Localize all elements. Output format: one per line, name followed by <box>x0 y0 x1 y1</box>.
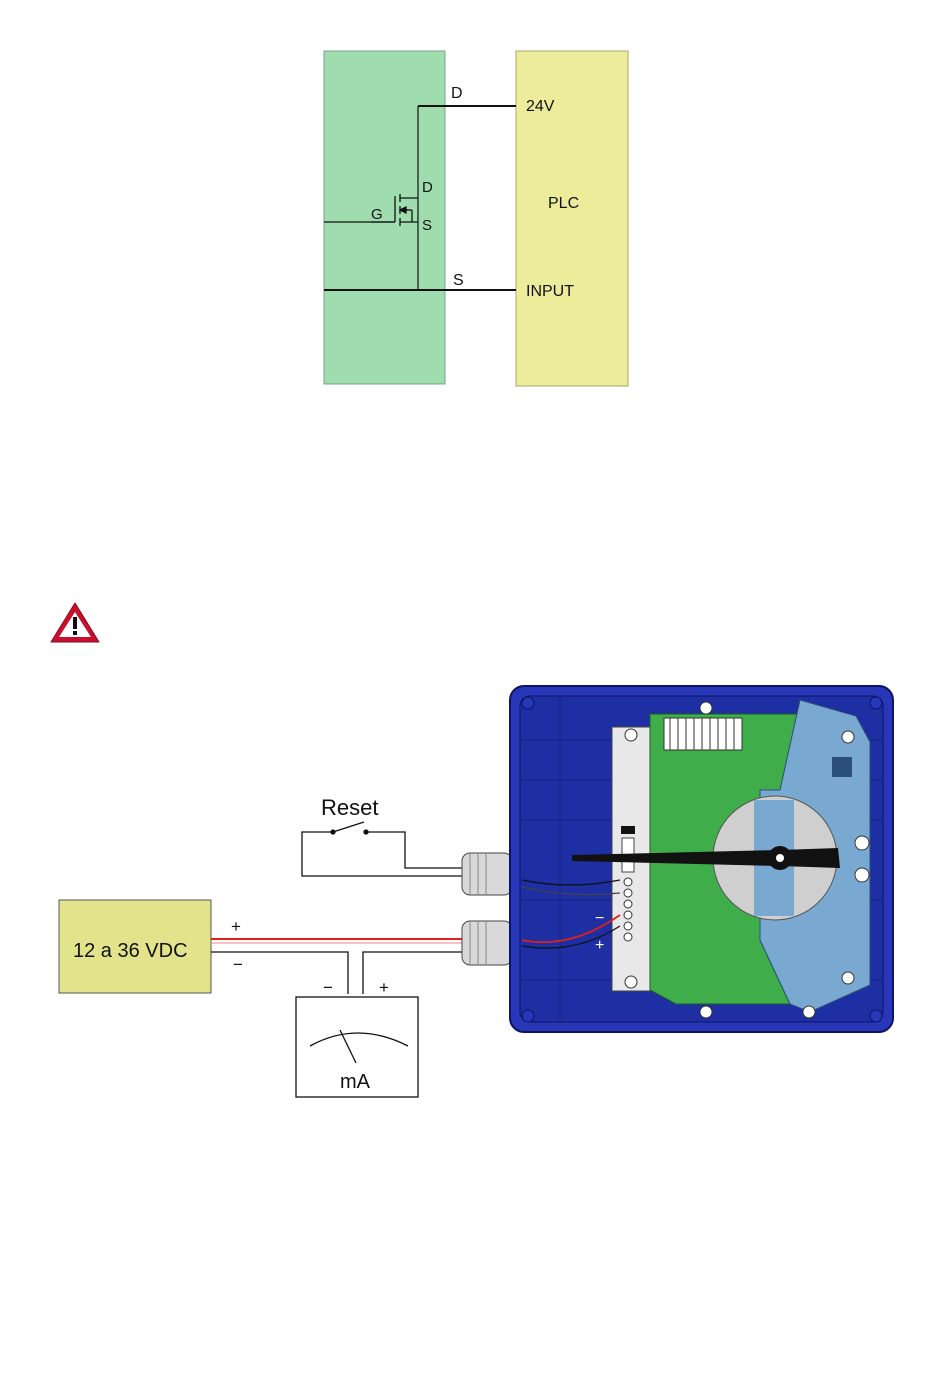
mosfet-plc-diagram: G D S D S 24V PLC INPUT <box>324 51 628 386</box>
source-wire-label: S <box>453 272 464 289</box>
terminal-input-label: INPUT <box>526 283 574 300</box>
wiring-diagram: Reset 12 a 36 VDC + − − + mA <box>59 686 893 1097</box>
meter-unit-label: mA <box>340 1071 371 1093</box>
sensor-enclosure <box>510 686 893 1032</box>
supply-minus-label: − <box>233 955 243 974</box>
plc-label: PLC <box>548 195 579 212</box>
transistor-source-label: S <box>422 217 432 234</box>
terminal-24v-label: 24V <box>526 98 555 115</box>
meter-minus-label: − <box>323 978 333 997</box>
meter-plus-label: + <box>379 978 389 997</box>
reset-label: Reset <box>321 795 378 820</box>
gate-label: G <box>371 206 383 223</box>
warning-triangle-icon <box>51 603 99 642</box>
transistor-drain-label: D <box>422 179 433 196</box>
reset-switch-icon <box>302 822 463 876</box>
power-supply-label: 12 a 36 VDC <box>73 940 188 962</box>
board-plus-label: + <box>595 937 604 954</box>
drain-wire-label: D <box>451 85 463 102</box>
supply-plus-label: + <box>231 917 241 936</box>
board-minus-label: − <box>595 910 604 927</box>
